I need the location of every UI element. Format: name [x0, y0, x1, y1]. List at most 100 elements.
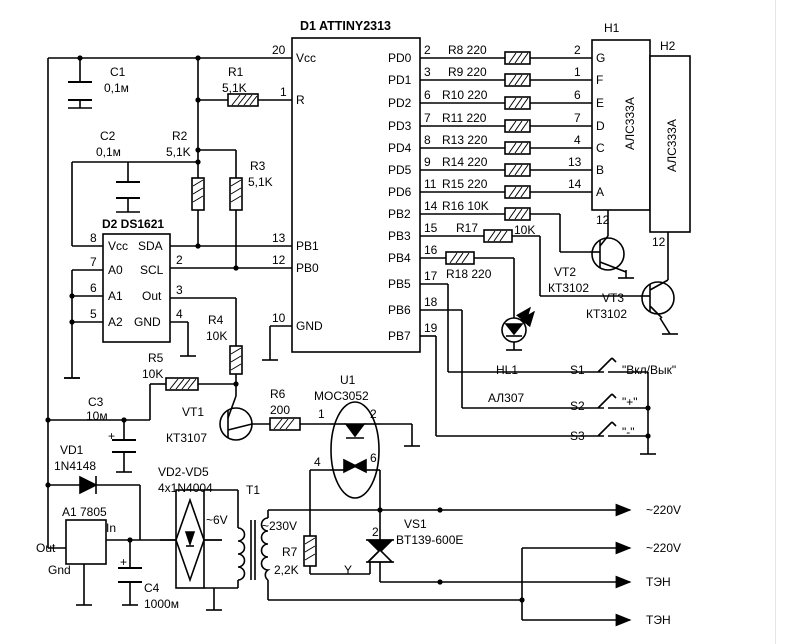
- pd3-label: PD3: [388, 119, 412, 133]
- h1-label: H1: [604, 21, 620, 35]
- pin-num: 15: [424, 221, 438, 235]
- c4-label: C4: [144, 581, 160, 595]
- pin-num: 11: [424, 177, 437, 191]
- pb7-label: PB7: [388, 329, 411, 343]
- a1-label: A1 7805: [62, 505, 107, 519]
- pin-num: 2: [176, 253, 183, 267]
- c3-value: 10м: [86, 409, 108, 423]
- r8-label: R8 220: [448, 43, 487, 57]
- r6-value: 200: [270, 403, 290, 417]
- vd2-label: VD2-VD5: [158, 465, 209, 479]
- c1-label: C1: [110, 65, 126, 79]
- vs1-type: BT139-600E: [396, 533, 463, 547]
- pin-num: 8: [90, 231, 97, 245]
- pb1-label: PB1: [296, 239, 319, 253]
- s1-label: S1: [570, 363, 585, 377]
- hl1-led: [501, 306, 535, 343]
- d2-pin-label: A2: [108, 315, 123, 329]
- pin-num: 14: [568, 177, 582, 191]
- ac-220v-2: ~220V: [646, 541, 681, 555]
- pin-10: 10: [272, 311, 286, 325]
- d1-gnd: GND: [296, 319, 323, 333]
- pb5-label: PB5: [388, 277, 411, 291]
- labels: D1 ATTINY2313 Vcc R GND 20 1 13 12 10 PB…: [36, 19, 681, 627]
- pin-num: 2: [370, 407, 377, 421]
- seg-b: B: [596, 163, 604, 177]
- v230-label: ~230V: [262, 519, 297, 533]
- r9-label: R9 220: [448, 65, 487, 79]
- pin-num: 13: [568, 155, 582, 169]
- r3-value: 5,1K: [248, 175, 273, 189]
- pd4-label: PD4: [388, 141, 412, 155]
- u1-label: U1: [340, 373, 356, 387]
- vd1-type: 1N4148: [54, 459, 96, 473]
- vt3-label: VT3: [602, 291, 624, 305]
- pin-num: 12: [596, 213, 610, 227]
- r15-label: R15 220: [442, 177, 488, 191]
- vt2-label: VT2: [554, 265, 576, 279]
- s3-label: S3: [570, 429, 585, 443]
- r17-label: R17: [456, 221, 478, 235]
- al307-label: АЛ307: [488, 391, 524, 405]
- pin-num: 1: [318, 407, 325, 421]
- plus-sign: +: [120, 555, 127, 569]
- ground-symbols: [618, 277, 678, 335]
- vs1-triac: [366, 539, 394, 563]
- pin-num: 1: [574, 65, 581, 79]
- r4-value: 10K: [206, 329, 227, 343]
- d2-pin-label: GND: [134, 315, 161, 329]
- r1-value: 5,1K: [222, 81, 247, 95]
- s1-text: "Вкл/Вык": [622, 363, 676, 377]
- a1-in: In: [106, 521, 116, 535]
- s3-text: "-": [622, 425, 635, 439]
- pin-num: 17: [424, 269, 438, 283]
- pin-num: 12: [652, 235, 666, 249]
- pin-num: 7: [574, 111, 581, 125]
- junction-dots: [45, 55, 651, 603]
- v6-label: ~6V: [206, 513, 228, 527]
- d1-r: R: [296, 93, 305, 107]
- c3-label: C3: [88, 395, 104, 409]
- transformer-t1: [237, 517, 271, 581]
- bridge-rectifier: [175, 489, 205, 589]
- resistor-hatching: [169, 52, 529, 561]
- pin-num: 6: [370, 451, 377, 465]
- moc3052-optocoupler: [330, 401, 380, 499]
- seg-g: G: [596, 51, 605, 65]
- seg-d: D: [596, 119, 605, 133]
- pin-num: 16: [424, 243, 438, 257]
- attiny2313-chip: [291, 37, 421, 353]
- pin-20: 20: [272, 43, 286, 57]
- a1-out: Out: [36, 541, 56, 555]
- pin-12: 12: [272, 253, 286, 267]
- seg-e: E: [596, 96, 604, 110]
- r4-label: R4: [208, 313, 224, 327]
- h1-display: [591, 39, 651, 211]
- d2-pin-label: SDA: [138, 239, 163, 253]
- r11-label: R11 220: [442, 111, 487, 125]
- h2-label: H2: [660, 39, 676, 53]
- r7-label: R7: [282, 545, 298, 559]
- r5-value: 10K: [142, 367, 163, 381]
- c1-value: 0,1м: [104, 81, 129, 95]
- ds1621-chip: [102, 233, 171, 343]
- pin-num: 9: [424, 155, 431, 169]
- pd1-label: PD1: [388, 73, 412, 87]
- r3-label: R3: [250, 159, 266, 173]
- a1-regulator: [65, 519, 107, 565]
- pin-num: 18: [424, 295, 438, 309]
- d1-vcc: Vcc: [296, 51, 316, 65]
- pb3-label: PB3: [388, 229, 411, 243]
- hl1-label: HL1: [496, 363, 518, 377]
- a1-gnd: Gnd: [48, 563, 71, 577]
- h1-type: АЛС333А: [623, 97, 637, 150]
- pin-num: 6: [574, 88, 581, 102]
- pin-num: 19: [424, 321, 438, 335]
- seg-f: F: [596, 73, 603, 87]
- r7-value: 2,2K: [274, 563, 299, 577]
- pin-num: 2: [574, 43, 581, 57]
- pin-num: 2: [424, 43, 431, 57]
- c2-value: 0,1м: [96, 145, 121, 159]
- switches: [592, 357, 620, 437]
- d2-pin-label: SCL: [140, 263, 164, 277]
